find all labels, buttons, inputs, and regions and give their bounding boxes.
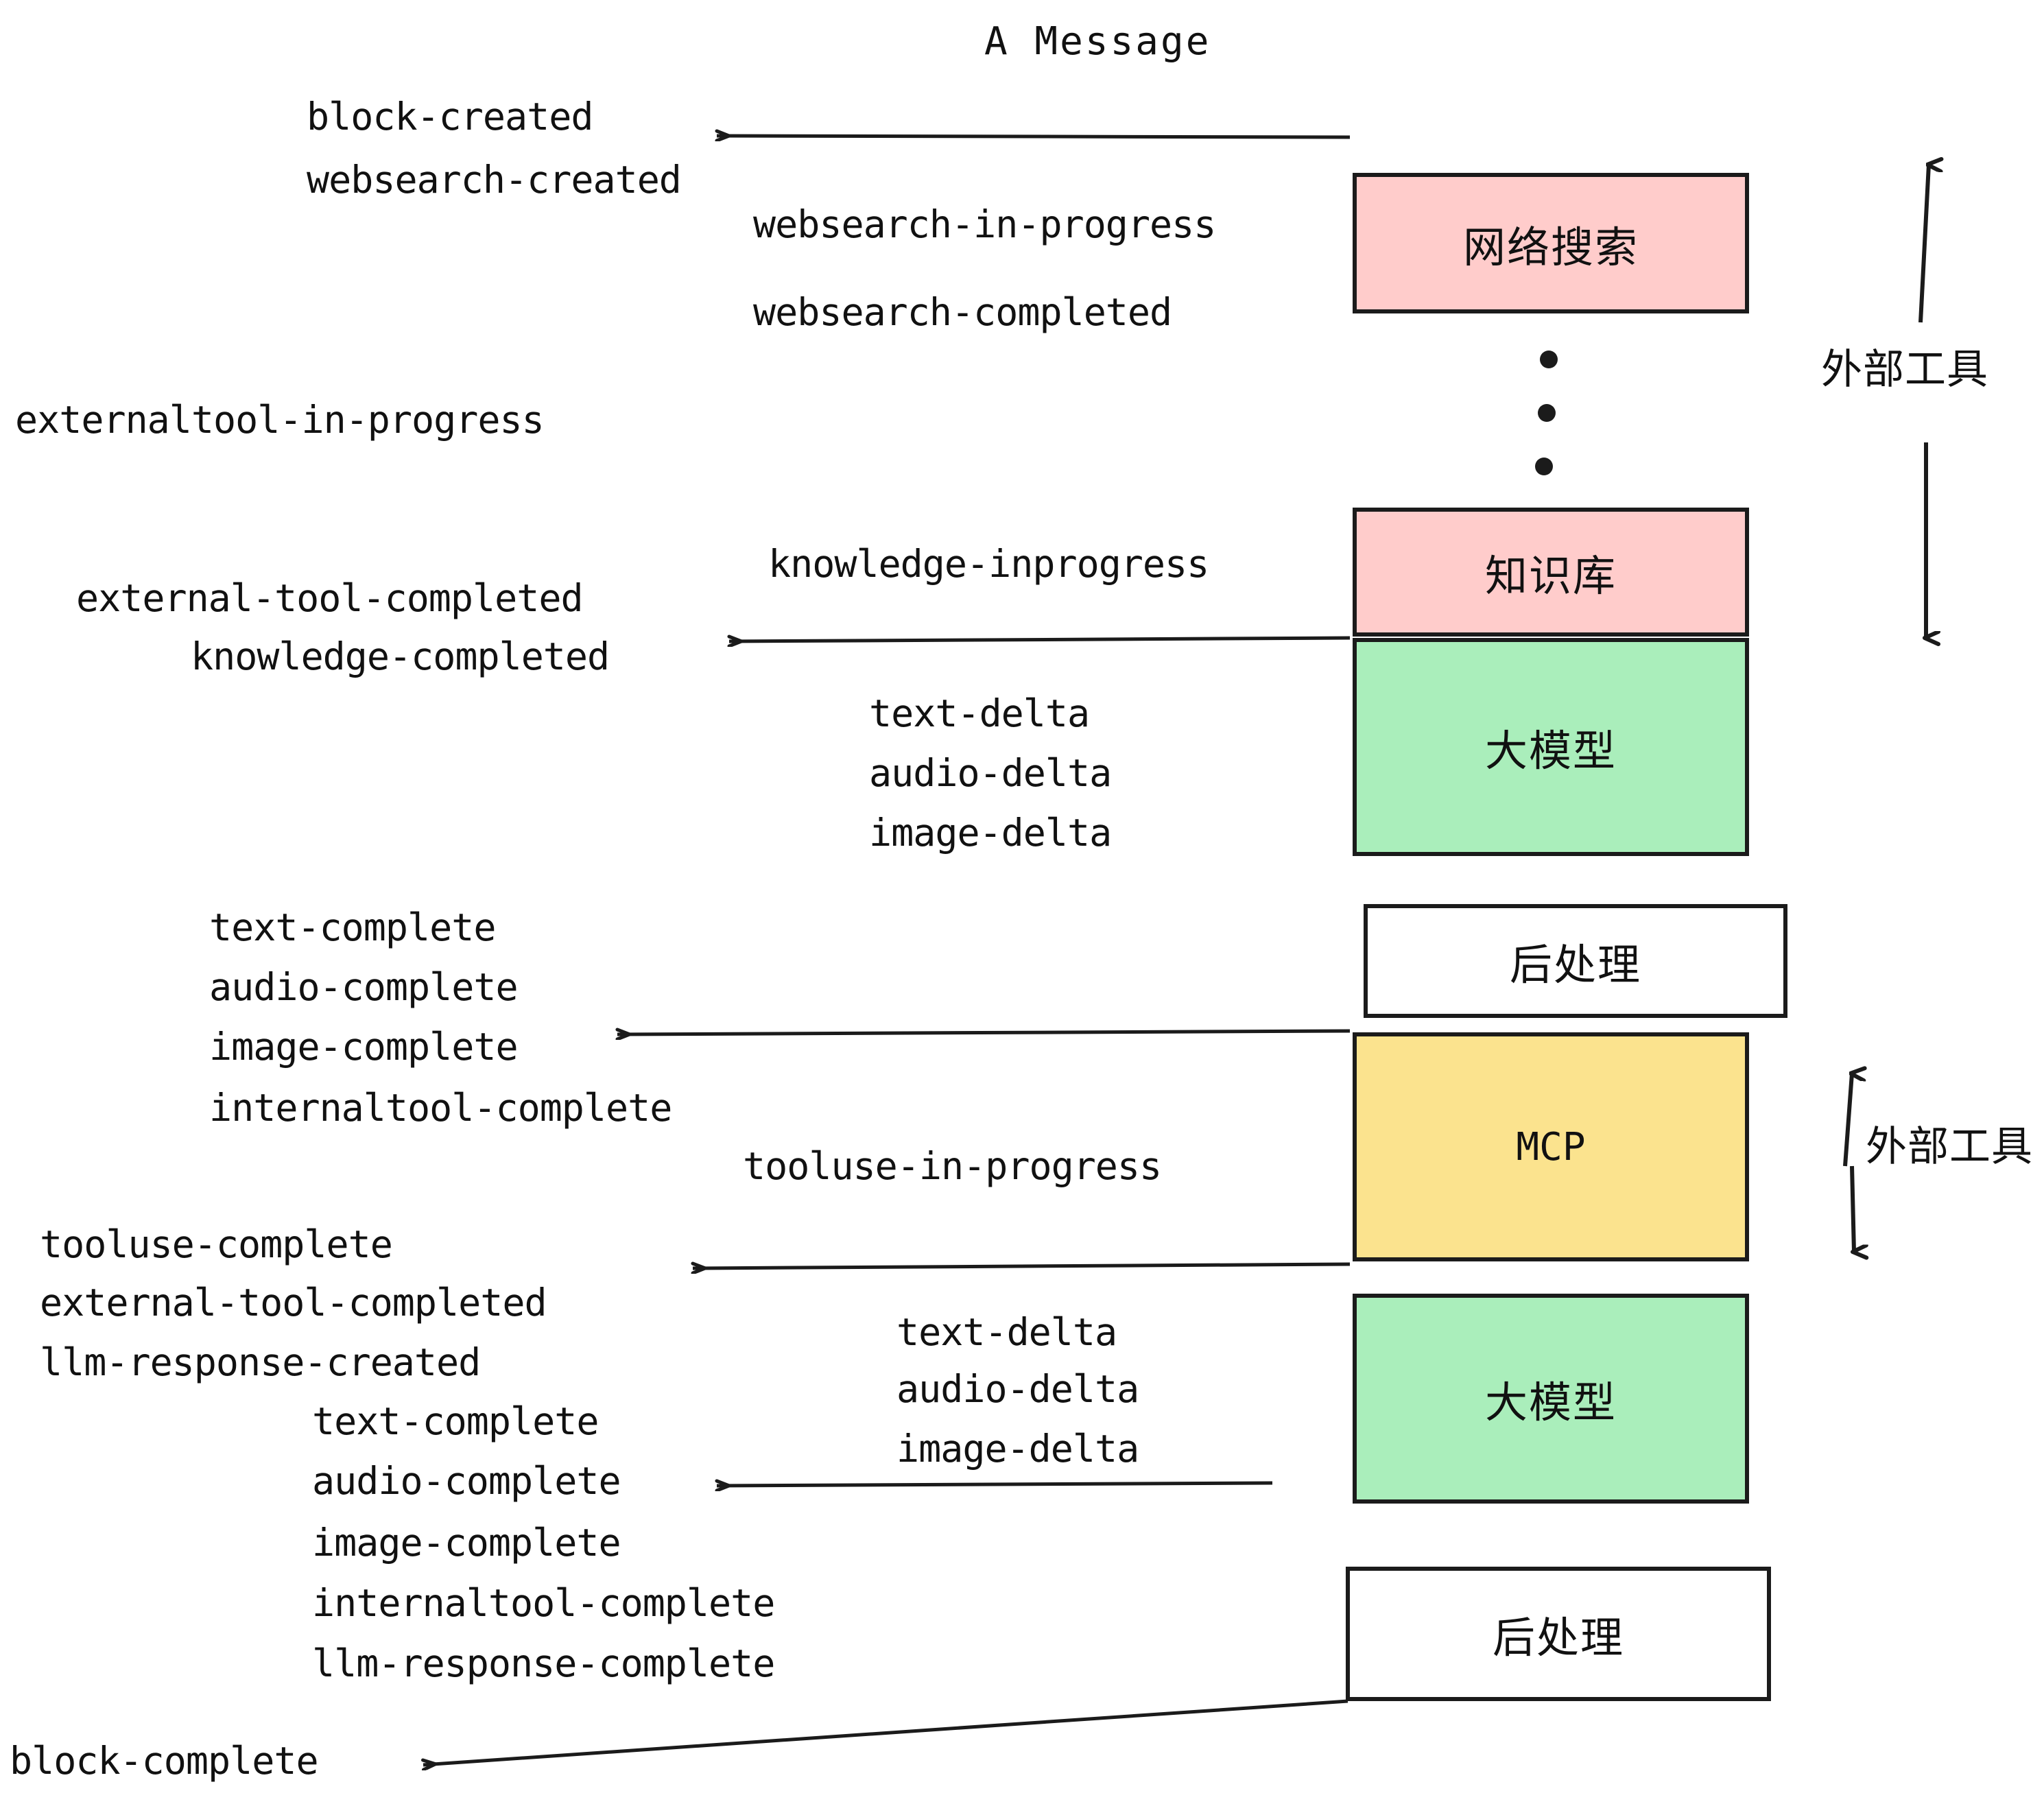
side-label-external-tool-lower: 外部工具 <box>1866 1123 2033 1171</box>
ellipsis-dot-3 <box>1535 458 1553 475</box>
event-audio-complete-1: audio-complete <box>209 965 519 1009</box>
box-knowledge[interactable]: 知识库 <box>1353 508 1749 637</box>
event-image-delta-2: image-delta <box>896 1427 1139 1471</box>
event-block-created: block-created <box>307 95 593 139</box>
ellipsis-dot-1 <box>1540 351 1558 368</box>
arrow-postprocess-to-blockcomplete <box>423 1699 1348 1765</box>
arrow-mcp-to-tooluse-complete <box>693 1264 1351 1268</box>
event-websearch-created: websearch-created <box>307 158 682 202</box>
event-externaltool-in-progress: externaltool-in-progress <box>15 398 545 442</box>
event-websearch-completed: websearch-completed <box>753 290 1172 334</box>
event-knowledge-inprogress: knowledge-inprogress <box>768 542 1209 586</box>
box-postprocess-upper[interactable]: 后处理 <box>1364 904 1787 1018</box>
event-internaltool-complete-1: internaltool-complete <box>209 1086 672 1130</box>
event-image-delta-1: image-delta <box>869 811 1112 855</box>
box-llm-lower[interactable]: 大模型 <box>1353 1294 1749 1504</box>
event-audio-complete-2: audio-complete <box>312 1459 621 1503</box>
arrow-external-tool-upper <box>1918 165 1929 638</box>
diagram-title: A Message <box>984 19 1211 64</box>
event-internaltool-complete-2: internaltool-complete <box>312 1581 775 1625</box>
event-text-delta-1: text-delta <box>869 691 1090 735</box>
arrow-llm-to-audiocomplete <box>717 1483 1273 1486</box>
event-audio-delta-1: audio-delta <box>869 751 1112 795</box>
event-llm-response-created: llm-response-created <box>40 1340 481 1384</box>
arrow-external-tool-lower <box>1843 1073 1854 1252</box>
event-block-complete: block-complete <box>10 1739 319 1783</box>
box-mcp[interactable]: MCP <box>1353 1032 1749 1261</box>
event-external-tool-completed-1: external-tool-completed <box>76 576 584 620</box>
event-audio-delta-2: audio-delta <box>896 1367 1139 1411</box>
arrow-knowledge-to-knowledgecompleted <box>729 638 1351 641</box>
box-llm-upper[interactable]: 大模型 <box>1353 638 1749 856</box>
event-image-complete-2: image-complete <box>312 1521 621 1565</box>
event-text-complete-1: text-complete <box>209 905 496 949</box>
event-llm-response-complete: llm-response-complete <box>312 1641 775 1685</box>
box-postprocess-lower[interactable]: 后处理 <box>1346 1567 1771 1701</box>
event-text-complete-2: text-complete <box>312 1399 599 1443</box>
event-tooluse-in-progress: tooluse-in-progress <box>743 1144 1162 1188</box>
event-external-tool-completed-2: external-tool-completed <box>40 1281 547 1325</box>
event-tooluse-complete: tooluse-complete <box>40 1222 393 1266</box>
side-label-external-tool-upper: 外部工具 <box>1821 346 1988 394</box>
arrow-postprocess-to-imagecomplete <box>617 1031 1351 1034</box>
box-websearch[interactable]: 网络搜索 <box>1353 173 1749 313</box>
event-image-complete-1: image-complete <box>209 1025 519 1069</box>
arrow-websearch-to-blockcreated <box>717 136 1351 137</box>
event-websearch-in-progress: websearch-in-progress <box>753 202 1216 246</box>
ellipsis-dot-2 <box>1538 404 1556 422</box>
event-knowledge-completed: knowledge-completed <box>191 634 610 678</box>
event-text-delta-2: text-delta <box>896 1310 1117 1354</box>
